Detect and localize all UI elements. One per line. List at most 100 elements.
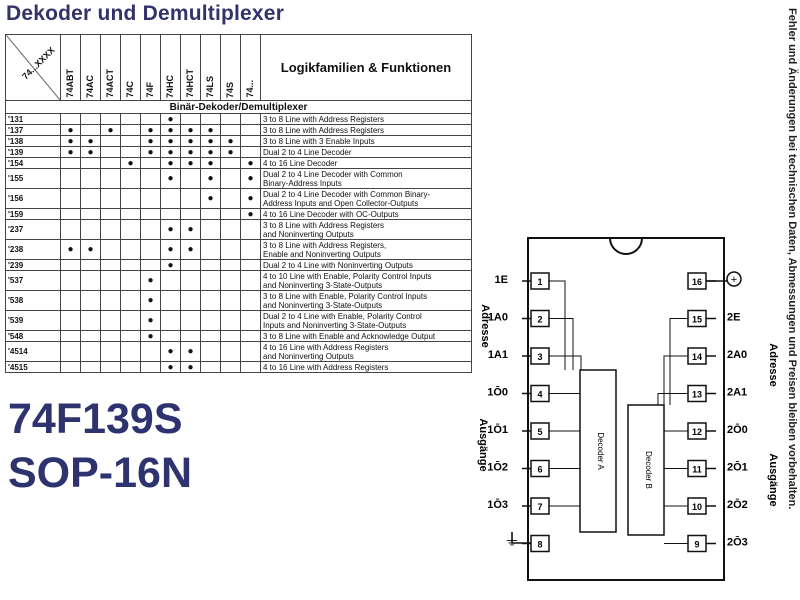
part-cell: '139 [5, 146, 61, 158]
availability-empty [180, 208, 201, 220]
function-line: Address Inputs and Open Collector-Output… [263, 198, 419, 208]
family-header: 74HCT [180, 34, 201, 101]
signal-label-left: 1E [495, 274, 508, 286]
function-cell: 4 to 10 Line with Enable, Polarity Contr… [260, 270, 472, 291]
function-line: Enable and Noninverting Outputs [263, 249, 381, 259]
pin-number-left: 6 [537, 465, 542, 475]
availability-dot: ● [80, 135, 101, 147]
availability-empty [220, 330, 241, 342]
availability-empty [240, 290, 261, 311]
section-row: Binär-Dekoder/Demultiplexer [5, 100, 472, 114]
availability-empty [80, 208, 101, 220]
part-cell: '131 [5, 113, 61, 125]
pin-number-right: 12 [692, 427, 702, 437]
family-label: 74HC [165, 74, 175, 98]
section-header: Binär-Dekoder/Demultiplexer [5, 100, 472, 114]
signal-label-right: 2Ō1 [727, 462, 748, 474]
availability-empty [100, 219, 121, 240]
availability-empty [60, 361, 81, 373]
availability-empty [180, 113, 201, 125]
decoder-a-label: Decoder A [596, 432, 605, 470]
pin-box-left [530, 497, 550, 515]
availability-empty [120, 208, 141, 220]
function-cell: 3 to 8 Line with Address Registers,Enabl… [260, 239, 472, 260]
table-row: '155●●●Dual 2 to 4 Line Decoder with Com… [5, 168, 472, 189]
availability-empty [120, 239, 141, 260]
gnd-lead [511, 532, 531, 544]
availability-empty [140, 188, 161, 209]
function-cell: 4 to 16 Line with Address Registers [260, 361, 472, 373]
table-row: '548●3 to 8 Line with Enable and Acknowl… [5, 330, 472, 342]
function-cell: Dual 2 to 4 Line Decoder [260, 146, 472, 158]
availability-dot: ● [180, 157, 201, 169]
availability-dot: ● [160, 341, 181, 362]
family-header: 74S [220, 34, 241, 101]
signal-label-left: 1A0 [488, 312, 508, 324]
availability-dot: ● [200, 135, 221, 147]
part-cell: '238 [5, 239, 61, 260]
availability-empty [80, 188, 101, 209]
ic-package-outline [527, 237, 725, 581]
availability-empty [140, 208, 161, 220]
availability-dot: ● [240, 188, 261, 209]
part-cell: '4514 [5, 341, 61, 362]
decoder-a-block [579, 369, 617, 533]
function-line: Inputs and Noninverting 3-State-Outputs [263, 320, 407, 330]
availability-empty [160, 330, 181, 342]
part-cell: '538 [5, 290, 61, 311]
availability-empty [60, 168, 81, 189]
availability-empty [100, 146, 121, 158]
family-header: 74C [120, 34, 141, 101]
availability-empty [220, 208, 241, 220]
availability-empty [200, 361, 221, 373]
wire [663, 355, 688, 405]
availability-empty [240, 310, 261, 331]
availability-empty [100, 168, 121, 189]
pin-box-left [530, 459, 550, 478]
availability-empty [120, 146, 141, 158]
table-row: '539●Dual 2 to 4 Line with Enable, Polar… [5, 310, 472, 331]
function-line: Dual 2 to 4 Line with Enable, Polarity C… [263, 311, 422, 321]
availability-dot: ● [160, 219, 181, 240]
availability-dot: ● [200, 157, 221, 169]
part-cell: '4515 [5, 361, 61, 373]
availability-empty [200, 290, 221, 311]
availability-dot: ● [240, 168, 261, 189]
availability-empty [200, 239, 221, 260]
signal-label-left: 1Ō2 [487, 462, 508, 474]
availability-empty [240, 146, 261, 158]
availability-dot: ● [180, 361, 201, 373]
availability-empty [100, 208, 121, 220]
adresse-left-label: Adresse [479, 304, 491, 347]
availability-empty [80, 259, 101, 271]
availability-empty [100, 341, 121, 362]
availability-empty [60, 208, 81, 220]
availability-empty [240, 341, 261, 362]
family-header: 74ACT [100, 34, 121, 101]
availability-empty [200, 270, 221, 291]
pin-box-right [687, 384, 707, 403]
availability-empty [100, 361, 121, 373]
signal-label-left: 1Ō1 [487, 424, 508, 436]
availability-dot: ● [160, 239, 181, 260]
availability-empty [220, 270, 241, 291]
availability-empty [80, 157, 101, 169]
availability-empty [220, 168, 241, 189]
availability-dot: ● [200, 188, 221, 209]
part-cell: '237 [5, 219, 61, 240]
availability-empty [140, 239, 161, 260]
family-label: 74LS [205, 76, 215, 98]
availability-empty [160, 188, 181, 209]
function-line: Dual 2 to 4 Line with Noninverting Outpu… [263, 260, 413, 270]
availability-empty [180, 188, 201, 209]
availability-empty [80, 290, 101, 311]
family-label: 74S [225, 81, 235, 98]
availability-empty [60, 270, 81, 291]
availability-dot: ● [140, 146, 161, 158]
table-row: '154●●●●●4 to 16 Line Decoder [5, 157, 472, 169]
package-name: SOP-16N [8, 449, 193, 497]
availability-empty [240, 239, 261, 260]
availability-dot: ● [80, 239, 101, 260]
